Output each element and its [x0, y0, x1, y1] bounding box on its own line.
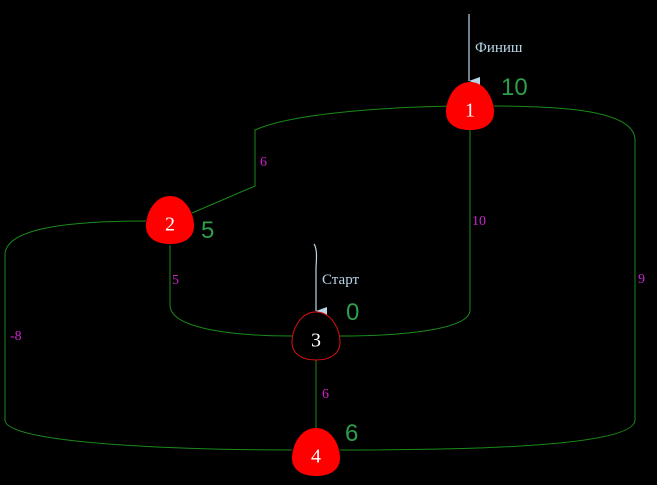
edge-weight-2-3: 5	[172, 273, 179, 288]
edge-weight-1-4: 9	[638, 272, 645, 287]
graph-node-1[interactable]: 1 10	[446, 74, 528, 130]
graph-node-3[interactable]: 3 0	[291, 299, 359, 361]
edge-weight-3-4: 6	[322, 387, 329, 402]
start-arrow-icon	[313, 243, 327, 315]
graph-node-4[interactable]: 4 6	[292, 420, 358, 476]
edge-1-2	[191, 105, 471, 214]
node-id-3: 3	[311, 330, 321, 352]
edge-2-4	[4, 220, 293, 451]
node-shape-2	[146, 196, 194, 244]
finish-label: Финиш	[475, 40, 523, 56]
node-distance-1: 10	[501, 74, 528, 101]
edge-weight-2-4: -8	[10, 329, 22, 344]
node-shape-4	[292, 428, 340, 476]
node-id-2: 2	[165, 214, 175, 236]
node-id-4: 4	[311, 446, 321, 468]
node-distance-2: 5	[201, 217, 214, 244]
edge-1-4	[339, 105, 636, 451]
graph-node-2[interactable]: 2 5	[146, 196, 214, 244]
node-shape-1	[446, 82, 494, 130]
node-distance-3: 0	[346, 299, 359, 326]
node-distance-4: 6	[345, 420, 358, 447]
node-shape-3	[291, 311, 341, 361]
edge-1-3	[339, 130, 471, 337]
edge-2-3	[169, 245, 293, 337]
edge-weight-1-3: 10	[472, 214, 486, 229]
edge-weight-1-2: 6	[260, 155, 267, 170]
start-label: Старт	[322, 272, 360, 288]
node-id-1: 1	[465, 100, 475, 122]
